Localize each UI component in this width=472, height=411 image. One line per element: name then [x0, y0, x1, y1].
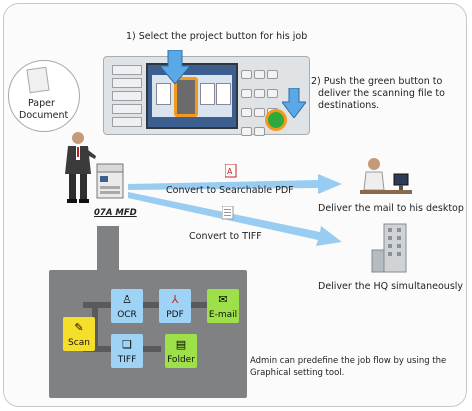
pdf-node[interactable]: ⅄ PDF	[159, 289, 191, 323]
email-label: E-mail	[208, 310, 238, 320]
ocr-label: OCR	[117, 310, 137, 320]
admin-note-line1: Admin can predefine the job flow by usin…	[250, 356, 447, 366]
job-flow-box: ✎ Scan ♙ OCR ⅄ PDF ✉ E-mail ❏ TIFF ▤ Fol…	[49, 270, 247, 398]
paper-icon	[26, 66, 50, 94]
arrow-to-hq	[128, 192, 342, 246]
arrow-to-desktop	[128, 174, 342, 194]
desktop-user-icon	[360, 158, 412, 194]
scan-node[interactable]: ✎ Scan	[63, 317, 95, 351]
bubble-line2: Document	[19, 110, 69, 121]
screen-icon-far-right	[216, 83, 231, 105]
email-icon: ✉	[218, 293, 228, 306]
tiff-icon: ❏	[122, 338, 132, 351]
select-arrow-icon	[160, 50, 190, 84]
ocr-node[interactable]: ♙ OCR	[111, 289, 143, 323]
folder-label: Folder	[167, 355, 195, 365]
green-start-button[interactable]	[265, 109, 287, 131]
folder-node[interactable]: ▤ Folder	[165, 334, 197, 368]
deliver-desktop-text: Deliver the mail to his desktop	[318, 203, 464, 214]
step2-line3: destinations.	[318, 100, 380, 111]
folder-icon: ▤	[175, 338, 187, 351]
screen-content	[152, 75, 232, 117]
step1-text: 1) Select the project button for his job	[126, 31, 308, 42]
step2-line2: deliver the scanning file to	[318, 88, 445, 99]
flow-link-vertical	[92, 302, 98, 352]
device-label: 07A MFD	[94, 208, 137, 218]
tiff-node[interactable]: ❏ TIFF	[111, 334, 143, 368]
ocr-icon: ♙	[122, 293, 132, 306]
scan-label: Scan	[68, 338, 90, 348]
step2-line1: 2) Push the green button to	[311, 76, 443, 87]
businessman-icon	[65, 132, 96, 203]
flow-connector	[97, 226, 119, 272]
project-button[interactable]	[174, 77, 198, 117]
push-arrow-icon	[282, 88, 306, 118]
hq-building-icon	[371, 223, 407, 273]
admin-note-line2: Graphical setting tool.	[250, 368, 345, 378]
keypad	[240, 65, 282, 136]
deliver-hq-text: Deliver the HQ simultaneously	[318, 281, 464, 292]
pdf-file-icon: A	[225, 164, 237, 178]
panel-side-buttons	[112, 65, 142, 127]
tiff-label: TIFF	[117, 355, 137, 365]
bubble-line1: Paper	[28, 98, 55, 109]
tiff-file-icon	[222, 206, 234, 220]
scan-icon: ✎	[74, 321, 84, 334]
email-node[interactable]: ✉ E-mail	[207, 289, 239, 323]
flow-link-pdf-email	[191, 302, 211, 308]
screen-icon-left	[156, 83, 171, 105]
touch-screen	[146, 63, 238, 129]
pdf-icon: ⅄	[171, 293, 179, 306]
mfd-device-icon	[96, 163, 124, 199]
pdf-label: PDF	[166, 310, 184, 320]
delivery-arrows	[128, 174, 342, 246]
screen-icon-right	[200, 83, 215, 105]
convert-tiff-label: Convert to TIFF	[189, 231, 262, 242]
convert-pdf-label: Convert to Searchable PDF	[166, 185, 294, 196]
copier-control-panel	[103, 56, 310, 136]
svg-text:A: A	[227, 167, 233, 176]
